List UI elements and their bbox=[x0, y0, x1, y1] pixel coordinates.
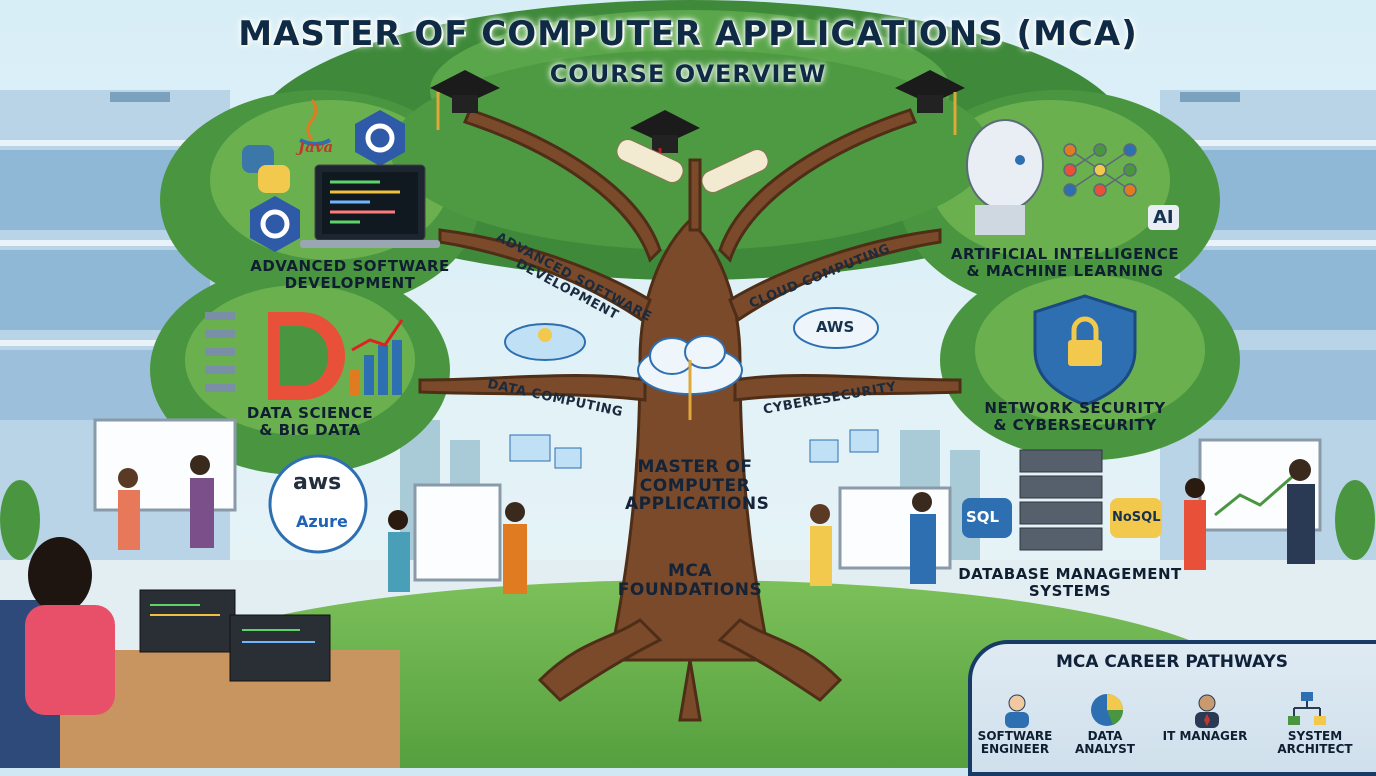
engineer-icon bbox=[1005, 694, 1029, 728]
student-at-desk bbox=[0, 537, 400, 768]
area-label-line: NETWORK SECURITY bbox=[984, 399, 1166, 417]
career-label-line: SOFTWARE bbox=[977, 729, 1053, 743]
aws-azure-badge bbox=[268, 454, 368, 554]
area-label-line: DATABASE MANAGEMENT bbox=[958, 565, 1182, 583]
people-figures bbox=[118, 455, 1315, 594]
sql-database-icon bbox=[962, 498, 1012, 538]
career-label-line: IT MANAGER bbox=[1162, 729, 1248, 743]
python-logo-icon bbox=[242, 145, 290, 193]
diploma-scroll-icon bbox=[616, 139, 769, 193]
career-icon-system-architect bbox=[1262, 690, 1352, 734]
cloud-icon bbox=[637, 335, 743, 420]
hierarchy-icon bbox=[1288, 692, 1326, 725]
java-logo-icon bbox=[299, 99, 331, 146]
aws-cloud-label: AWS bbox=[816, 318, 855, 336]
career-label-line: ANALYST bbox=[1075, 742, 1135, 757]
bar-chart-icon bbox=[350, 319, 404, 395]
tree-trunk bbox=[418, 108, 962, 722]
area-label-line: ADVANCED SOFTWARE bbox=[250, 257, 450, 275]
area-label-line: DEVELOPMENT bbox=[284, 273, 416, 292]
graduation-cap-icon bbox=[430, 70, 500, 130]
area-label-line: & MACHINE LEARNING bbox=[966, 261, 1164, 280]
robot-head-icon bbox=[966, 119, 1044, 235]
career-label-it-manager: IT MANAGER bbox=[1157, 729, 1253, 743]
career-label-software-engineer: SOFTWARE ENGINEER bbox=[967, 729, 1063, 757]
shield-lock-icon bbox=[1033, 294, 1137, 407]
career-label-line: ARCHITECT bbox=[1277, 742, 1353, 757]
manager-icon bbox=[1195, 694, 1219, 728]
career-icon-data-analyst bbox=[1062, 690, 1152, 734]
area-label-line: & BIG DATA bbox=[259, 420, 361, 439]
page-subtitle: COURSE OVERVIEW bbox=[549, 60, 827, 88]
cplusplus-logo-icon bbox=[250, 196, 300, 252]
career-label-system-architect: SYSTEM ARCHITECT bbox=[1267, 729, 1363, 757]
area-label-network-security: NETWORK SECURITY & CYBERSECURITY bbox=[960, 400, 1190, 433]
devices-icon bbox=[509, 429, 879, 469]
area-label-line: DATA SCIENCE bbox=[246, 404, 374, 422]
nosql-label: NoSQL bbox=[1112, 510, 1161, 525]
career-icon-it-manager bbox=[1162, 690, 1252, 734]
java-label: Java bbox=[298, 138, 334, 156]
career-label-data-analyst: DATA ANALYST bbox=[1057, 729, 1153, 757]
area-label-database: DATABASE MANAGEMENT SYSTEMS bbox=[940, 566, 1200, 599]
nosql-database-icon bbox=[1110, 498, 1162, 538]
graduation-cap-icon bbox=[895, 70, 965, 135]
azure-label: Azure bbox=[296, 512, 348, 531]
data-flow-icon bbox=[205, 312, 235, 392]
area-label-software: ADVANCED SOFTWARE DEVELOPMENT bbox=[225, 258, 475, 291]
area-label-line: SYSTEMS bbox=[1028, 581, 1112, 600]
career-label-line: ENGINEER bbox=[980, 742, 1050, 757]
career-pathways-title: MCA CAREER PATHWAYS bbox=[1055, 652, 1289, 672]
aws-cloud-icon bbox=[793, 307, 879, 349]
tree-foliage bbox=[150, 0, 1240, 475]
data-d-logo-icon bbox=[268, 312, 345, 400]
career-icon-software-engineer bbox=[972, 690, 1062, 734]
area-label-data-science: DATA SCIENCE & BIG DATA bbox=[210, 405, 410, 438]
aws-label: aws bbox=[293, 470, 342, 495]
trunk-label: MASTER OF COMPUTER APPLICATIONS bbox=[625, 457, 770, 515]
area-label-ai-ml: ARTIFICIAL INTELLIGENCE & MACHINE LEARNI… bbox=[930, 246, 1200, 279]
csharp-logo-icon bbox=[355, 110, 405, 166]
career-label-line: DATA bbox=[1087, 729, 1123, 743]
roots-label: MCA FOUNDATIONS bbox=[617, 561, 763, 600]
area-label-line: ARTIFICIAL INTELLIGENCE bbox=[950, 245, 1180, 263]
plant-decoration bbox=[0, 480, 1375, 560]
laptop-code-icon bbox=[300, 164, 440, 248]
career-label-line: SYSTEM bbox=[1287, 729, 1343, 743]
ai-badge: AI bbox=[1148, 205, 1179, 230]
pie-chart-icon bbox=[1091, 694, 1124, 726]
neural-network-icon bbox=[1063, 143, 1137, 197]
area-label-line: & CYBERSECURITY bbox=[993, 415, 1157, 434]
sql-label: SQL bbox=[966, 508, 1000, 526]
server-rack-icon bbox=[1019, 449, 1103, 551]
cloud-computing-icon bbox=[504, 323, 586, 361]
graduation-cap-icon bbox=[630, 110, 700, 170]
page-title: MASTER OF COMPUTER APPLICATIONS (MCA) bbox=[238, 14, 1138, 54]
